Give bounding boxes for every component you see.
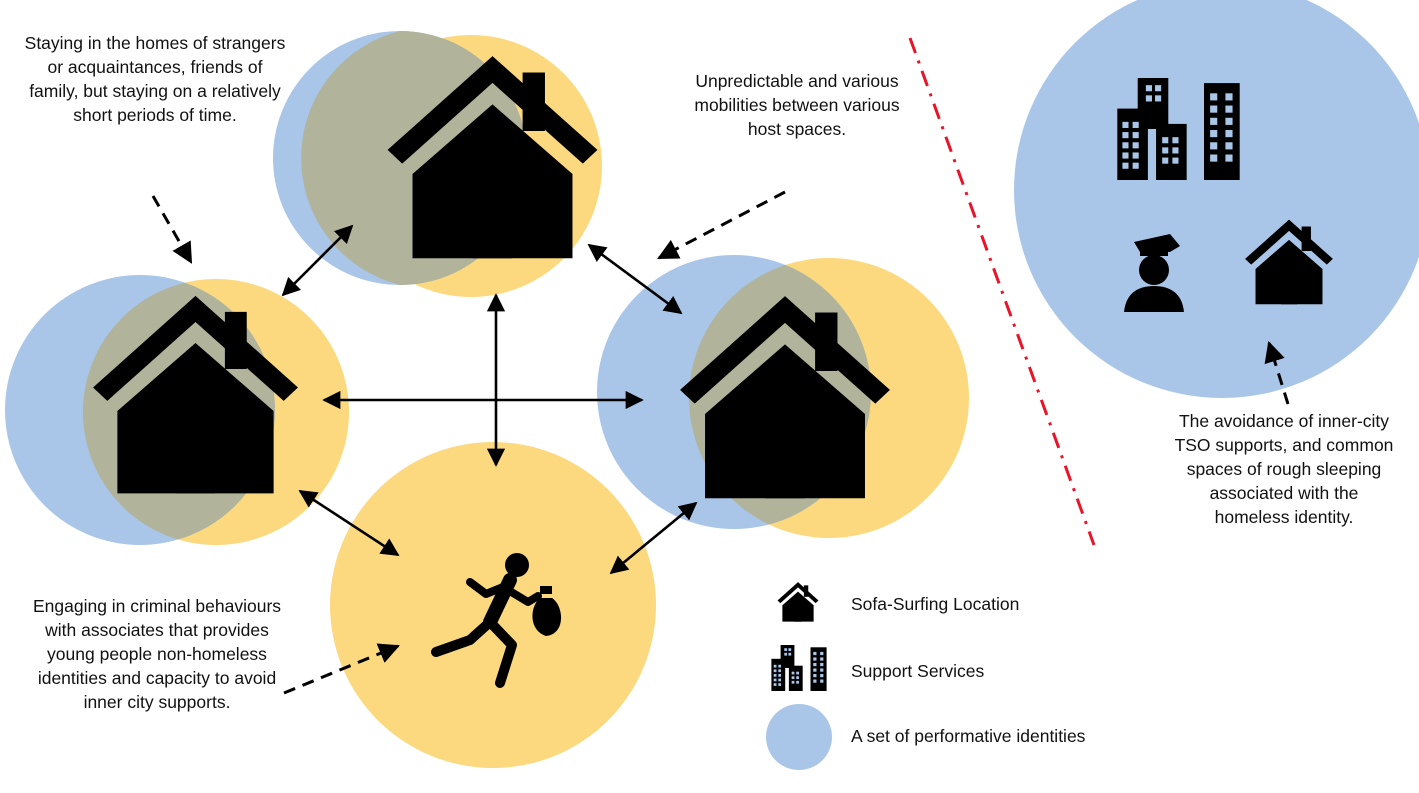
house-icon [777,582,819,622]
running-thief-icon [431,553,562,688]
annotation-top-left: Staying in the homes of strangers or acq… [24,33,286,125]
identity-circle-services [1014,0,1419,398]
annotation-right: The avoidance of inner-city TSO supports… [1174,411,1394,527]
annotation-top-middle: Unpredictable and various mobilities bet… [694,71,900,139]
police-officer-icon [1124,234,1184,312]
divider-line [908,37,1096,546]
annotation-pointers [151,190,1290,695]
buildings-icon [771,645,827,691]
legend [766,582,832,770]
blue-circle-icon [766,704,832,770]
mobility-arrows [281,224,698,575]
legend-label-sofa-surfing: Sofa-Surfing Location [851,594,1020,614]
annotation-bottom-left: Engaging in criminal behaviours with ass… [32,596,282,712]
legend-label-identities: A set of performative identities [851,726,1086,746]
legend-label-support-services: Support Services [851,661,985,681]
